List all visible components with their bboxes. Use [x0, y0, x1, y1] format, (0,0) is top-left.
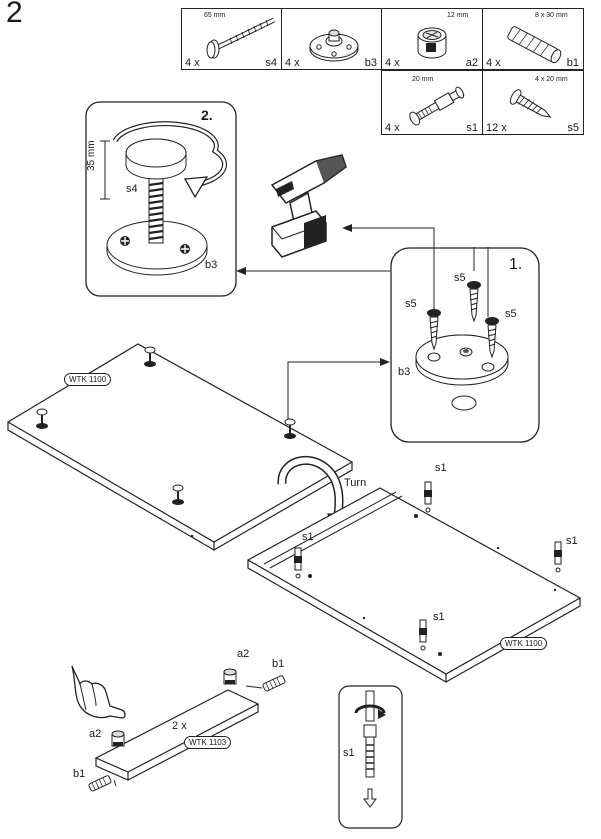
part-dimension: 12 mm — [447, 12, 469, 19]
part-code: s4 — [265, 57, 277, 69]
part-code: s5 — [567, 122, 579, 134]
leveling-foot-icon — [36, 346, 296, 505]
cam-label: a2 — [89, 728, 102, 740]
screw-label: s5 — [405, 298, 417, 310]
part-quantity: 4 x — [185, 57, 200, 69]
screw-label: s5 — [505, 308, 517, 320]
cam-bolt-icon — [294, 481, 562, 651]
detail-step-label: 1. — [509, 256, 523, 273]
part-code: s1 — [466, 122, 478, 134]
cam-bolt-icon — [409, 86, 465, 126]
panel-top — [6, 343, 354, 552]
part-quantity: 4 x — [385, 122, 400, 134]
panel-bottom — [246, 481, 582, 684]
dowel-label: b1 — [73, 768, 86, 780]
detail-step-label: 2. — [201, 107, 213, 123]
bolt-label: s1 — [433, 611, 445, 623]
round-plate-icon — [309, 29, 359, 62]
part-dimension: 8 x 30 mm — [535, 12, 568, 19]
part-code: a2 — [465, 57, 478, 69]
dowel-label: b1 — [272, 658, 285, 670]
step-number: 2 — [6, 0, 23, 29]
plate-label: b3 — [398, 366, 411, 378]
cam-lock-icon — [111, 668, 237, 747]
panel-small — [88, 668, 286, 792]
part-code: b3 — [364, 57, 377, 69]
cam-label: a2 — [237, 648, 250, 660]
part-dimension: 4 x 20 mm — [535, 76, 568, 83]
wood-screw-icon — [509, 89, 552, 118]
part-cell-b1: 8 x 30 mm 4 x b1 — [482, 8, 584, 70]
cam-lock-icon — [417, 27, 447, 59]
panel-tag: WTK 1103 — [184, 736, 232, 749]
bolt-label: s1 — [435, 462, 447, 474]
panel-tag: WTK 1100 — [64, 373, 112, 386]
part-code: b1 — [566, 57, 579, 69]
plate-label: b3 — [205, 259, 218, 271]
part-cell-s5: 4 x 20 mm 12 x s5 — [482, 70, 584, 135]
part-quantity: 4 x — [486, 57, 501, 69]
bolt-label: s1 — [302, 531, 314, 543]
inset-box — [338, 685, 403, 829]
part-quantity: 4 x — [385, 57, 400, 69]
part-dimension: 65 mm — [204, 12, 226, 19]
part-cell-b3: 4 x b3 — [281, 8, 382, 70]
panel-tag: WTK 1100 — [500, 637, 548, 650]
hand-icon — [71, 665, 126, 719]
count-label: 2 x — [172, 720, 187, 732]
detail-box-2 — [85, 101, 237, 297]
turn-label: Turn — [344, 477, 367, 489]
power-drill-icon — [270, 154, 347, 258]
screw-label: s4 — [126, 183, 138, 195]
part-cell-s1: 20 mm 4 x s1 — [381, 70, 483, 135]
bolt-label: s1 — [343, 747, 355, 759]
detail-screw-icon — [427, 281, 499, 359]
long-screw-icon — [206, 17, 276, 59]
wooden-dowel-icon — [507, 26, 562, 64]
part-cell-a2: 12 mm 4 x a2 — [381, 8, 483, 70]
part-dimension: 20 mm — [412, 76, 434, 83]
bolt-label: s1 — [566, 535, 578, 547]
wooden-dowel-icon — [88, 675, 286, 792]
part-quantity: 4 x — [285, 57, 300, 69]
detail-box-1 — [390, 247, 540, 443]
part-quantity: 12 x — [486, 122, 507, 134]
screw-label: s5 — [454, 272, 466, 284]
